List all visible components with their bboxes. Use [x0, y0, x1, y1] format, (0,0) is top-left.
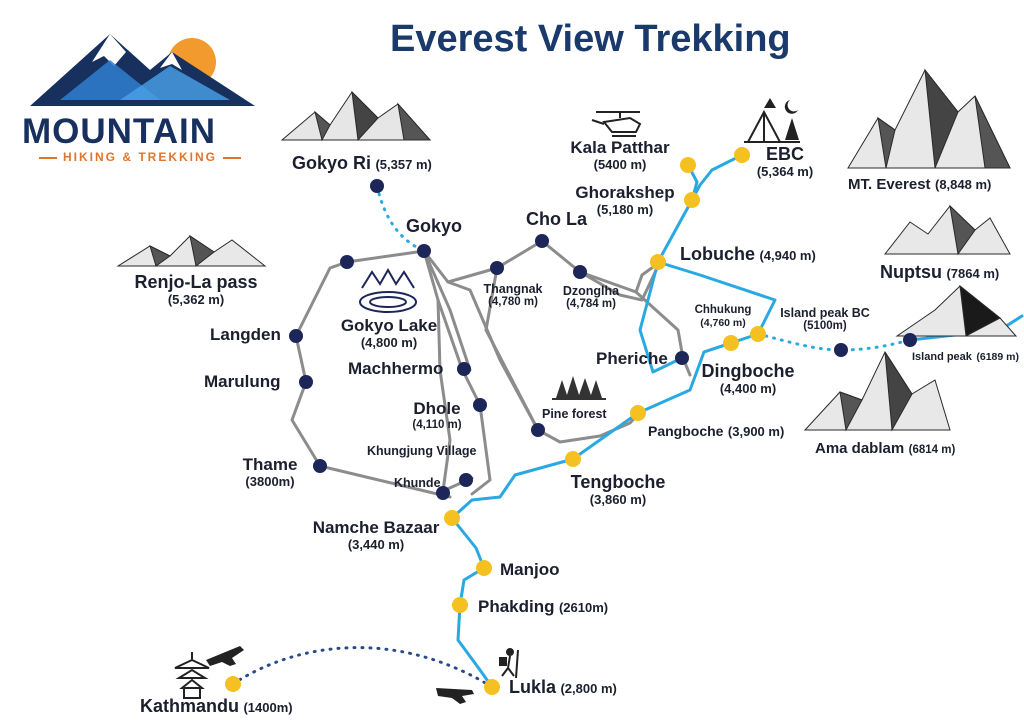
stop-dhole — [473, 398, 487, 412]
label-tengboche: Tengboche (3,860 m) — [570, 472, 666, 507]
label-namche: Namche Bazaar (3,440 m) — [312, 518, 440, 552]
label-lukla: Lukla (2,800 m) — [509, 677, 617, 697]
label-machhermo: Machhermo — [348, 359, 444, 378]
airplane-icon — [206, 646, 244, 666]
label-island-peak-bc: Island peak BC (5100m) — [780, 306, 870, 333]
label-manjoo: Manjoo — [500, 560, 560, 579]
hiker-icon — [499, 648, 519, 679]
stop-langden — [289, 329, 303, 343]
label-khunde: Khunde — [394, 476, 441, 490]
logo-wordmark: MOUNTAIN — [22, 112, 216, 151]
gokyo-lake-icon — [359, 267, 417, 313]
stop-gokyo — [417, 244, 431, 258]
dotted-connectors — [231, 184, 912, 689]
stop-island-peak — [903, 333, 917, 347]
stop-lobuche — [650, 254, 666, 270]
mountain-peak-icon — [280, 90, 432, 142]
mountain-peak-icon — [883, 204, 1011, 256]
helicopter-icon — [591, 111, 642, 137]
label-marulung: Marulung — [204, 372, 281, 391]
label-thangnak: Thangnak (4,780 m) — [483, 282, 543, 309]
mountain-peak-icon — [847, 68, 1011, 169]
tree-icon — [764, 98, 799, 140]
label-ebc: EBC (5,364 m) — [756, 144, 814, 179]
stop-marulung — [299, 375, 313, 389]
label-pine-forest: Pine forest — [542, 407, 607, 421]
stop-ghorakshep — [684, 192, 700, 208]
stop-thangnak — [490, 261, 504, 275]
mountain-peak-icon — [116, 234, 267, 267]
airplane-icon — [436, 688, 474, 704]
label-thame: Thame (3800m) — [242, 455, 298, 489]
stop-chhukung — [750, 326, 766, 342]
pine-forest-icon — [552, 376, 606, 400]
stop-tengboche — [565, 451, 581, 467]
moon-icon — [784, 100, 798, 114]
stop-pine-forest — [531, 423, 545, 437]
label-kala-patthar: Kala Patthar (5400 m) — [570, 138, 670, 172]
label-dingboche: Dingboche (4,400 m) — [701, 361, 795, 396]
label-ama-dablam: Ama dablam (6814 m) — [815, 440, 956, 457]
label-langden: Langden — [210, 325, 281, 344]
stop-gokyo-ri — [370, 179, 384, 193]
mountain-peak-icon — [803, 350, 951, 432]
mountain-logo-icon — [30, 34, 255, 106]
label-cho-la: Cho La — [526, 209, 587, 229]
stop-cho-la — [535, 234, 549, 248]
stop-dzonglha — [573, 265, 587, 279]
stop-ebc — [734, 147, 750, 163]
stop-manjoo — [476, 560, 492, 576]
logo-tagline: HIKING & TREKKING — [22, 150, 258, 164]
stop-dingboche — [723, 335, 739, 351]
stop-kala-patthar — [680, 157, 696, 173]
label-gokyo-lake: Gokyo Lake (4,800 m) — [340, 316, 438, 350]
mountain-peak-icon — [895, 284, 1018, 337]
tent-icon — [744, 109, 800, 143]
label-kathmandu: Kathmandu (1400m) — [140, 696, 293, 716]
stop-namche — [444, 510, 460, 526]
major-stops — [225, 147, 766, 695]
label-renjo-la: Renjo-La pass (5,362 m) — [134, 272, 258, 307]
page-title: Everest View Trekking — [390, 18, 791, 60]
label-phakding: Phakding (2610m) — [478, 597, 609, 616]
label-chhukung: Chhukung (4,760 m) — [694, 304, 752, 330]
label-khungjung: Khungjung Village — [367, 444, 477, 458]
stop-thame — [313, 459, 327, 473]
label-pheriche: Pheriche — [596, 349, 668, 368]
stop-machhermo — [457, 362, 471, 376]
stop-lukla — [484, 679, 500, 695]
stop-khungjung — [459, 473, 473, 487]
label-dhole: Dhole (4,110 m) — [412, 399, 462, 431]
label-nuptsu: Nuptsu (7864 m) — [880, 262, 1000, 282]
stop-khunde — [436, 486, 450, 500]
stop-pangboche — [630, 405, 646, 421]
label-ghorakshep: Ghorakshep (5,180 m) — [575, 183, 675, 217]
minor-stops — [289, 179, 917, 500]
stop-kathmandu — [225, 676, 241, 692]
label-gokyo-ri: Gokyo Ri (5,357 m) — [292, 153, 432, 173]
label-dzonglha: Dzonglha (4,784 m) — [562, 284, 620, 311]
stop-phakding — [452, 597, 468, 613]
stop-renjo-la — [340, 255, 354, 269]
stop-pheriche — [675, 351, 689, 365]
label-island-peak: Island peak (6189 m) — [912, 351, 1019, 363]
label-gokyo: Gokyo — [406, 216, 463, 236]
stop-island-peak-bc — [834, 343, 848, 357]
label-pangboche: Pangboche (3,900 m) — [648, 423, 785, 439]
label-lobuche: Lobuche (4,940 m) — [680, 244, 816, 264]
label-mt-everest: MT. Everest (8,848 m) — [848, 176, 992, 193]
pagoda-icon — [174, 652, 210, 699]
